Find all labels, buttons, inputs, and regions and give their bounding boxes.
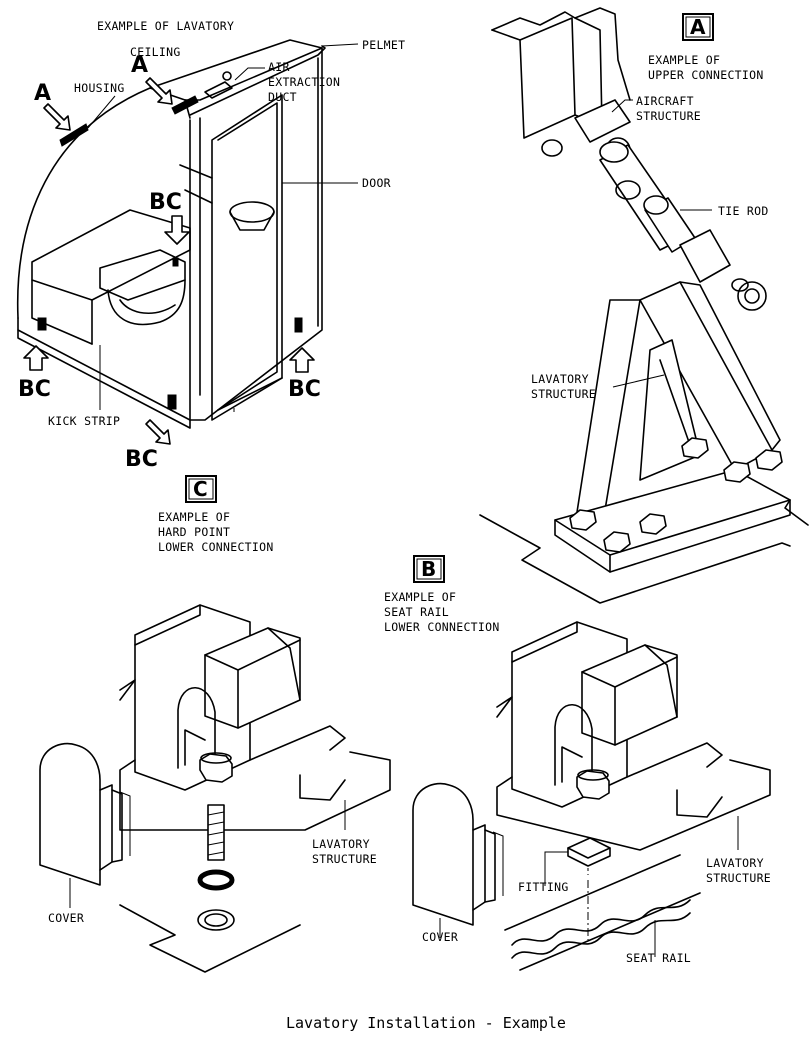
label-housing: HOUSING	[74, 81, 125, 95]
label-cover-c: COVER	[48, 911, 84, 925]
label-fitting: FITTING	[518, 880, 569, 894]
detail-b-seat-rail	[412, 621, 771, 971]
figure-caption: Lavatory Installation - Example	[286, 1014, 566, 1032]
label-lav-structure-b-1: LAVATORY	[706, 856, 764, 870]
label-aircraft: AIRCRAFT	[636, 94, 694, 108]
label-c-title-1: EXAMPLE OF	[158, 510, 230, 524]
label-upper-connection-2: UPPER CONNECTION	[648, 68, 764, 82]
label-lav-structure-c-2: STRUCTURE	[312, 852, 377, 866]
label-pelmet: PELMET	[362, 38, 405, 52]
detail-a-upper-connection	[479, 7, 809, 604]
svg-text:BC: BC	[288, 377, 321, 402]
box-c: C	[185, 475, 217, 503]
label-b-title-3: LOWER CONNECTION	[384, 620, 500, 634]
label-tie-rod: TIE ROD	[718, 204, 769, 218]
svg-text:A: A	[690, 15, 706, 39]
box-a: A	[682, 13, 714, 41]
label-lav-structure-b-2: STRUCTURE	[706, 871, 771, 885]
label-duct: DUCT	[268, 90, 297, 104]
label-lav-structure-a-1: LAVATORY	[531, 372, 589, 386]
svg-text:C: C	[193, 477, 208, 501]
svg-text:BC: BC	[149, 190, 182, 215]
marker-bc-left: BC	[18, 345, 51, 402]
label-c-title-3: LOWER CONNECTION	[158, 540, 274, 554]
lavatory-unit	[16, 39, 359, 429]
label-example-of-lavatory: EXAMPLE OF LAVATORY	[97, 19, 234, 33]
label-lav-structure-c-1: LAVATORY	[312, 837, 370, 851]
svg-text:BC: BC	[18, 377, 51, 402]
box-b: B	[413, 555, 445, 583]
bolt-heads	[569, 437, 783, 553]
svg-text:A: A	[131, 53, 148, 78]
svg-text:A: A	[34, 81, 51, 106]
marker-bc-right: BC	[288, 347, 321, 402]
label-c-title-2: HARD POINT	[158, 525, 230, 539]
svg-text:B: B	[421, 557, 436, 581]
label-b-title-2: SEAT RAIL	[384, 605, 449, 619]
marker-a-top: A	[131, 53, 173, 105]
label-upper-connection-1: EXAMPLE OF	[648, 53, 720, 67]
label-air: AIR	[268, 60, 290, 74]
svg-text:BC: BC	[125, 447, 158, 472]
marker-a-left: A	[34, 81, 71, 131]
label-kick-strip: KICK STRIP	[48, 414, 120, 428]
label-cover-b: COVER	[422, 930, 458, 944]
marker-bc-bottom: BC	[125, 419, 171, 472]
label-aircraft-structure: STRUCTURE	[636, 109, 701, 123]
label-door: DOOR	[362, 176, 391, 190]
label-ceiling: CEILING	[130, 45, 181, 59]
detail-c-hard-point	[39, 604, 391, 973]
marker-bc-upper: BC	[149, 190, 190, 245]
label-lav-structure-a-2: STRUCTURE	[531, 387, 596, 401]
label-extraction: EXTRACTION	[268, 75, 340, 89]
label-seat-rail: SEAT RAIL	[626, 951, 691, 965]
label-b-title-1: EXAMPLE OF	[384, 590, 456, 604]
